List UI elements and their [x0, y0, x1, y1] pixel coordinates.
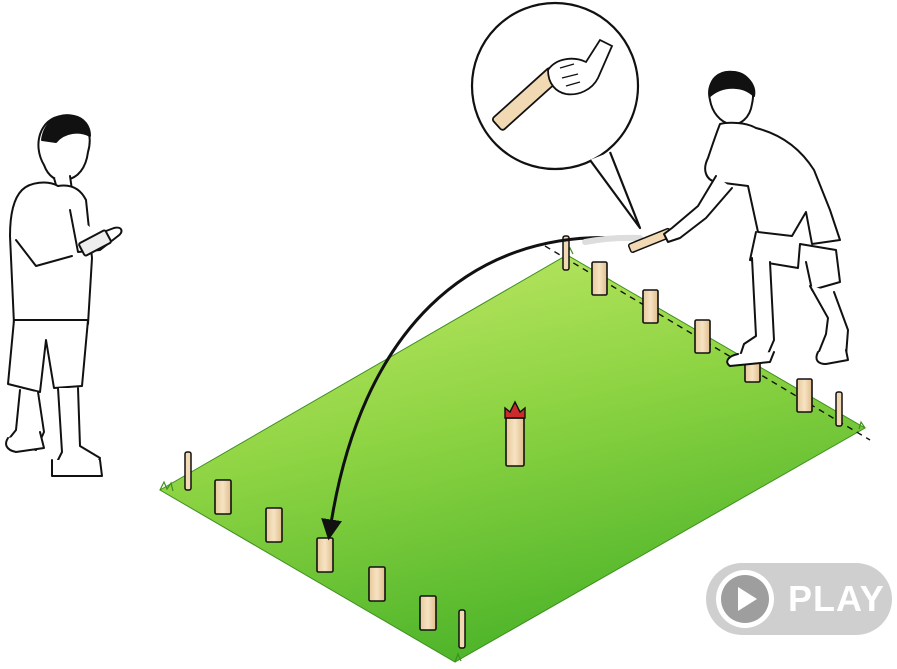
play-icon: [721, 575, 769, 623]
player-right: [664, 72, 848, 366]
player-left: [6, 115, 121, 476]
kubb-block: [797, 379, 812, 412]
kubb-block: [695, 320, 710, 353]
grip-callout: [472, 3, 640, 228]
play-icon-ring: [716, 570, 774, 628]
kubb-block: [266, 508, 282, 542]
kubb-block: [215, 480, 231, 514]
kubb-block: [420, 596, 436, 630]
play-triangle-icon: [738, 587, 757, 611]
corner-stake: [459, 610, 465, 648]
play-button-label: PLAY: [788, 581, 885, 617]
king-piece: [505, 402, 525, 466]
kubb-block: [592, 262, 607, 295]
play-button[interactable]: PLAY: [706, 563, 892, 635]
kubb-block: [643, 290, 658, 323]
kubb-block: [369, 567, 385, 601]
throw-motion-trail: [585, 238, 640, 242]
kubb-block: [317, 538, 333, 572]
corner-stake: [836, 392, 842, 426]
corner-stake: [185, 452, 191, 490]
